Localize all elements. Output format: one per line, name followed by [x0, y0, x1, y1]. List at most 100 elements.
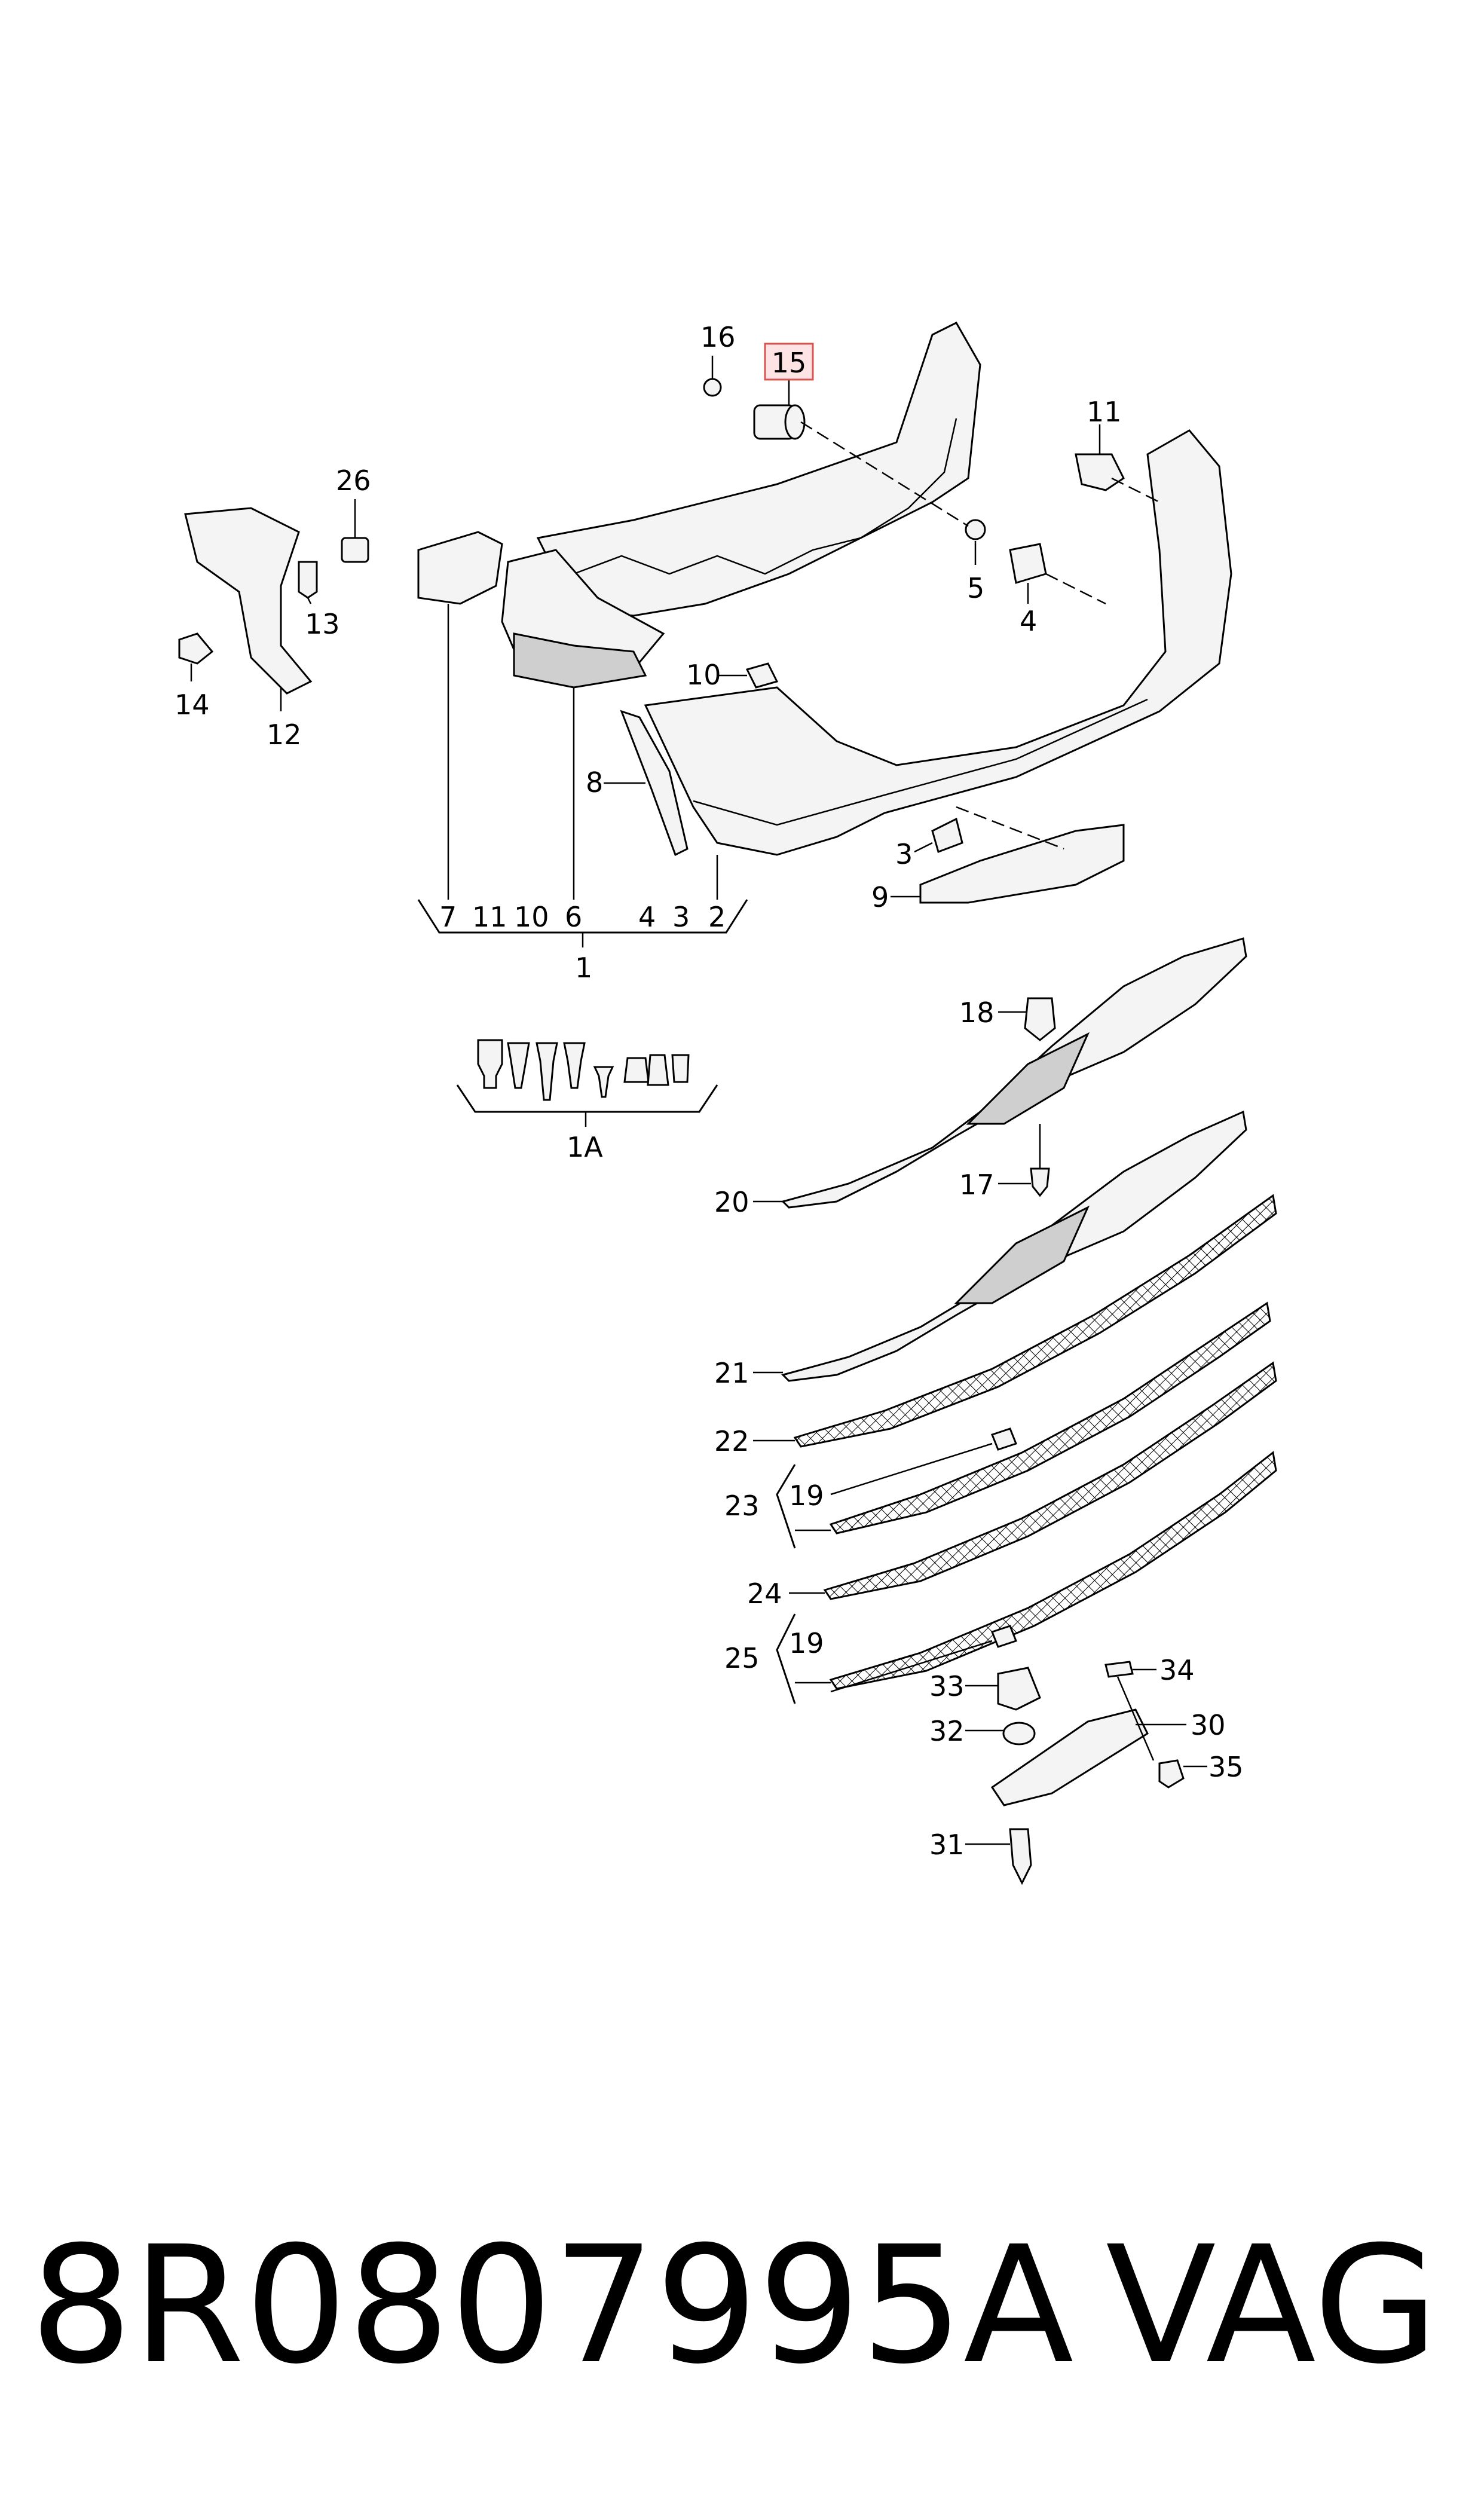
- callout-19-a: 19: [789, 1479, 824, 1512]
- group-1-label-2: 2: [708, 901, 726, 933]
- callout-18: 18: [959, 996, 995, 1029]
- kit-screw-c: [536, 1042, 558, 1101]
- side-bracket-12: [184, 507, 313, 695]
- leader-19-a: [830, 1442, 993, 1496]
- cover-30: [990, 1708, 1149, 1806]
- callout-24: 24: [747, 1578, 782, 1610]
- bumper-assembly-upper: [178, 322, 1232, 947]
- callout-9: 9: [871, 881, 889, 913]
- washer-32: [1002, 1722, 1036, 1745]
- clip-19-b: [991, 1625, 1017, 1648]
- callout-15: 15: [772, 347, 807, 379]
- callout-20: 20: [714, 1186, 749, 1218]
- callout-10: 10: [686, 659, 721, 691]
- callout-13: 13: [305, 608, 340, 640]
- bolt-31: [1009, 1828, 1032, 1885]
- callout-30: 30: [1191, 1709, 1226, 1741]
- callout-31: 31: [929, 1829, 965, 1861]
- callout-26: 26: [336, 464, 371, 497]
- bracket-4: [1009, 543, 1047, 584]
- group-1-bracket: [417, 899, 748, 934]
- callout-3: 3: [895, 838, 913, 870]
- clip-18: [1024, 997, 1056, 1041]
- group-1A-bracket: [456, 1084, 718, 1113]
- trim-strip-8: [620, 710, 689, 857]
- grille-23: [829, 1301, 1271, 1534]
- lower-parts: [753, 937, 1277, 1704]
- callout-16: 16: [700, 321, 736, 353]
- reflector-3: [931, 817, 963, 853]
- guide-profile-7: [417, 531, 503, 605]
- callout-21: 21: [714, 1357, 749, 1389]
- nut-16: [703, 378, 722, 397]
- callout-25: 25: [724, 1642, 760, 1674]
- callout-5: 5: [967, 572, 984, 604]
- kit-screw-b: [507, 1042, 530, 1089]
- diffuser-9: [919, 824, 1125, 904]
- screw-35: [1158, 1759, 1185, 1789]
- group-1-label-6: 6: [565, 901, 582, 933]
- bracket-23: [776, 1464, 796, 1549]
- part-number: 8R0807995A: [30, 2211, 1074, 2399]
- kit-clip-b: [647, 1054, 669, 1086]
- callout-11: 11: [1087, 396, 1122, 428]
- callout-23: 23: [724, 1490, 760, 1522]
- leader-13: [307, 597, 312, 604]
- callout-14: 14: [175, 689, 210, 721]
- bumper-carrier-lower: [513, 632, 647, 689]
- clip-26: [341, 537, 369, 563]
- group-1-label-7: 7: [439, 901, 457, 933]
- footer: 8R0807995A VAG: [30, 2211, 1439, 2399]
- sensor-holder-11: [1075, 453, 1125, 491]
- grille-22: [793, 1194, 1277, 1448]
- clip-10: [745, 662, 779, 689]
- group-1-label-3: 3: [672, 901, 690, 933]
- kit-clip-c: [671, 1054, 690, 1083]
- callout-8: 8: [586, 766, 603, 799]
- group-1-label-10: 10: [514, 901, 549, 933]
- callout-17: 17: [959, 1169, 995, 1201]
- washer-5: [965, 519, 986, 540]
- bumper-cover-lower-edge: [693, 698, 1148, 826]
- screw-13: [298, 561, 318, 599]
- callout-19-b: 19: [789, 1627, 824, 1659]
- clip-34: [1104, 1661, 1134, 1678]
- group-1-label-4: 4: [638, 901, 656, 933]
- callout-labels: 15 16 26 13 14 1 2 11 5 4 10 8 3 9 7 11 1…: [175, 321, 1244, 1861]
- leader-3: [914, 842, 933, 853]
- hardware-kit-1A: [456, 1039, 718, 1127]
- spoiler-20-recess: [966, 1032, 1090, 1125]
- kit-clip-a: [623, 1057, 650, 1083]
- brand-name: VAG: [1106, 2211, 1439, 2399]
- leader-4-axis: [1045, 573, 1106, 605]
- callout-4: 4: [1020, 605, 1037, 637]
- screw-14: [178, 632, 214, 665]
- leader-3-axis: [956, 806, 1064, 850]
- impact-absorber-ribs: [573, 418, 957, 575]
- spoiler-20: [781, 937, 1247, 1209]
- kit-screw-d: [563, 1042, 586, 1089]
- rubber-buffer-15-face: [784, 404, 806, 440]
- holder-33: [997, 1667, 1041, 1711]
- callout-22: 22: [714, 1425, 749, 1457]
- impact-absorber: [536, 322, 981, 617]
- kit-screw-a: [477, 1039, 503, 1089]
- spoiler-21-recess: [954, 1205, 1090, 1304]
- callout-1: 1: [575, 952, 592, 984]
- group-1-label-11: 11: [472, 901, 507, 933]
- highlight-box-15: [764, 343, 814, 381]
- grille-24: [823, 1361, 1277, 1600]
- leader-19-b: [830, 1640, 993, 1693]
- leader-30-axis: [1116, 1676, 1155, 1761]
- bracket-25: [776, 1613, 796, 1704]
- clip-19-a: [991, 1427, 1017, 1451]
- callout-32: 32: [929, 1715, 965, 1747]
- callout-33: 33: [929, 1670, 965, 1702]
- callout-35: 35: [1208, 1751, 1244, 1783]
- leader-15-axis: [800, 421, 969, 527]
- grille-25: [829, 1451, 1277, 1690]
- leader-11-axis: [1111, 477, 1160, 503]
- callout-34: 34: [1159, 1654, 1195, 1686]
- callout-1A: 1A: [567, 1131, 603, 1163]
